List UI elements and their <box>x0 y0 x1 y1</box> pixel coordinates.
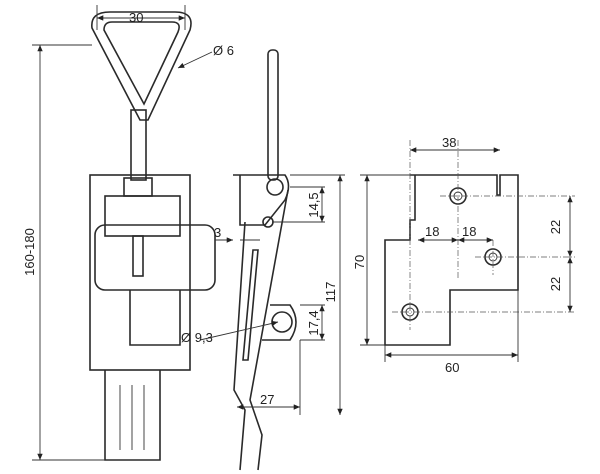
eye-hole <box>271 311 293 333</box>
plate-view: 38 18 18 22 22 70 60 <box>352 135 575 375</box>
dim-total-length: 160-180 <box>22 228 37 276</box>
dim-wire-diameter: Ø 6 <box>213 43 234 58</box>
handle-bar-side <box>267 49 279 181</box>
dim-pivot-spacing: 14,5 <box>306 192 321 217</box>
dim-hole-offset-right: 18 <box>462 224 476 239</box>
mounting-plate <box>384 174 519 346</box>
dim-hole-offset-left: 18 <box>425 224 439 239</box>
latch-body <box>89 174 191 371</box>
dim-hole-spacing-top: 38 <box>442 135 456 150</box>
dim-eye-diameter: Ø 9,3 <box>181 330 213 345</box>
dim-plate-height: 70 <box>352 255 367 269</box>
side-view: 3 14,5 117 Ø 9,3 17,4 27 <box>181 49 345 471</box>
dim-eye-height: 17,4 <box>306 310 321 335</box>
handle-loop <box>91 11 192 121</box>
dim-hole-vertical-upper: 22 <box>548 220 563 234</box>
front-view: 30 Ø 6 160-180 <box>22 5 234 461</box>
dim-lever-width: 27 <box>260 392 274 407</box>
dim-offset: 3 <box>214 225 221 240</box>
handle-stem <box>130 109 147 181</box>
dim-handle-width: 30 <box>129 10 143 25</box>
side-panel <box>94 224 216 291</box>
dim-plate-width: 60 <box>445 360 459 375</box>
dim-overall-height: 117 <box>323 282 338 303</box>
dim-hole-vertical-lower: 22 <box>548 277 563 291</box>
